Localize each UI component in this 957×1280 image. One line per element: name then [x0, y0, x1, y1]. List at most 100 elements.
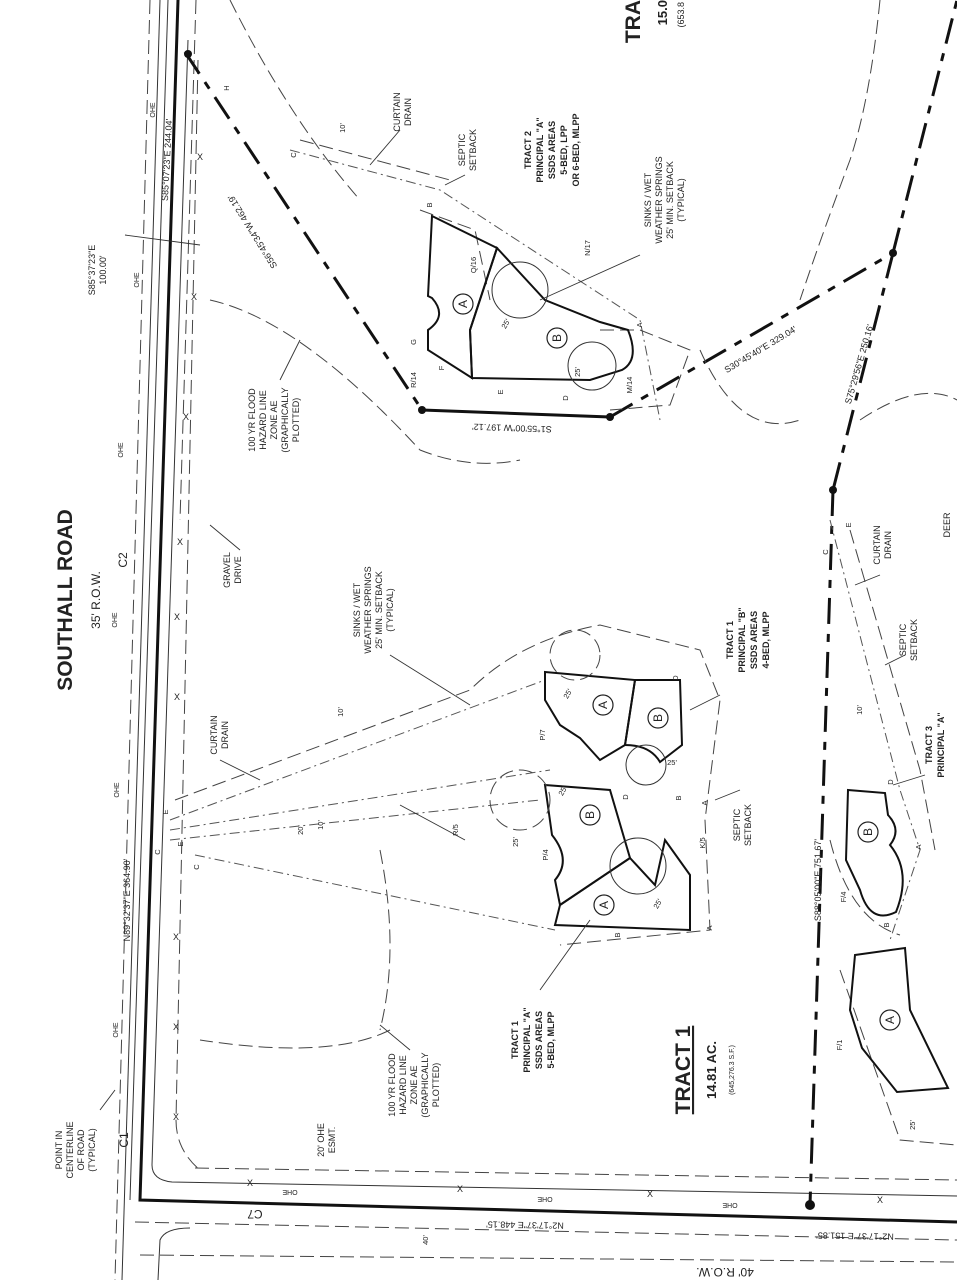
tracts-tract1-area-label: 14.81 AC.: [704, 1041, 719, 1099]
bearings-b7-label: N89°32'37"E 364.90': [122, 858, 132, 941]
notes-tract2_ssds-2-label: SSDS AREAS: [547, 121, 557, 179]
dims-ten-label: 10': [338, 123, 347, 133]
areas-a-label: A: [883, 1016, 897, 1024]
points-f-label: F: [437, 365, 446, 370]
points-d-label: D: [561, 395, 570, 401]
dims-twentyfive-label: 25': [667, 758, 677, 767]
dims-ten-label: 10': [336, 707, 345, 717]
utility-fence-label: X: [647, 1189, 653, 1199]
bearings-b9-label: N2°17'37"E 448.15': [486, 1219, 564, 1230]
area-b-marker: [546, 327, 568, 349]
notes-sinks1-2-label: 25' MIN. SETBACK: [374, 571, 384, 649]
points-b-label: B: [425, 202, 434, 207]
dims-twentyfive-label: 25': [511, 837, 520, 847]
points-a-label: A: [635, 322, 644, 327]
tract1-ssds-a: B A: [489, 769, 691, 932]
points-c-label: C: [192, 864, 201, 870]
notes-gravel-1-label: DRIVE: [233, 556, 243, 584]
notes-tract1_b-1-label: PRINCIPAL "B": [737, 607, 747, 672]
utility-fence-label: X: [183, 412, 189, 422]
bearings-b8-label: S88°05'00"E 751.67': [813, 839, 823, 922]
notes-flood2-0-label: 100 YR FLOOD: [387, 1053, 397, 1117]
notes-septic3-0-label: SEPTIC: [898, 623, 908, 656]
notes-curtain2-1-label: DRAIN: [403, 98, 413, 126]
points-b-label: B: [674, 795, 683, 800]
utility-ohe-label: OHE: [113, 1022, 120, 1038]
notes-flood1-1-label: HAZARD LINE: [258, 390, 268, 450]
dims-twenty-label: 20': [296, 825, 305, 835]
points-g-label: G: [409, 339, 418, 345]
bottom-road-row: 40' R.O.W.: [696, 1265, 754, 1279]
notes-centerline-3-label: (TYPICAL): [87, 1128, 97, 1172]
notes-curtain3-0-label: CURTAIN: [872, 525, 882, 564]
utility-fence-label: X: [177, 537, 183, 547]
points-m14-label: M/14: [625, 377, 634, 394]
notes-sinks2-0-label: SINKS / WET: [643, 172, 653, 227]
points-d-label: D: [621, 794, 630, 800]
points-e-label: E: [176, 841, 185, 846]
areas-a-label: A: [596, 701, 610, 709]
curtain-drains: [169, 139, 957, 1146]
notes-tract2_ssds-4-label: OR 6-BED, MLPP: [571, 113, 581, 186]
dims-twentyfive-label: 25': [908, 1120, 917, 1130]
areas-a-label: A: [456, 300, 470, 308]
bearings-b1_dist-label: 100.00': [98, 255, 108, 285]
notes-septic2-0-label: SEPTIC: [732, 808, 742, 841]
utility-fence-label: X: [191, 292, 197, 302]
notes-tract2_ssds-0-label: TRACT 2: [523, 131, 533, 169]
curves-c2-label: C2: [116, 552, 130, 568]
points-e-label: E: [496, 389, 505, 394]
points-n17-label: N/17: [583, 240, 592, 256]
notes-tract1_a-0-label: TRACT 1: [510, 1021, 520, 1059]
notes-curtain1-0-label: CURTAIN: [209, 715, 219, 754]
points-d-label: D: [886, 779, 895, 785]
points-r5-label: R/5: [451, 824, 460, 836]
utility-fence-label: X: [173, 1022, 179, 1032]
southall-road-lines: [114, 0, 957, 1280]
dims-twentyfive-label: 25': [561, 687, 574, 700]
notes-flood2-1-label: HAZARD LINE: [398, 1055, 408, 1115]
notes-curtain1-1-label: DRAIN: [220, 721, 230, 749]
points-p7-label: P/7: [538, 729, 547, 740]
bearings-b2-label: S85°07'23"E 244.04': [160, 118, 174, 201]
notes-curtain2-0-label: CURTAIN: [392, 92, 402, 131]
tracts-tract1-sf-label: (645,276.3 S.F.): [729, 1045, 736, 1095]
notes-tract3-0-label: TRACT 3: [924, 726, 934, 764]
points-c-label: C: [153, 849, 162, 855]
notes-flood2-2-label: ZONE AE: [409, 1065, 419, 1104]
tracts-tract2_partial-sf-label: (653.8: [676, 2, 686, 28]
notes-septic2-1-label: SETBACK: [743, 804, 753, 846]
notes-centerline-2-label: OF ROAD: [76, 1129, 86, 1171]
points-b-label: B: [882, 922, 891, 927]
note-deer: DEER: [942, 512, 952, 538]
utility-fence-label: X: [197, 152, 203, 162]
notes-ohe_esmt-1-label: ESMT.: [327, 1127, 337, 1154]
notes-ohe_esmt-0-label: 20' OHE: [316, 1123, 326, 1157]
tracts-tract2_partial-title-label: TRA: [622, 0, 645, 43]
dims-forty-label: 40': [421, 1235, 430, 1245]
dimension-labels: 10' 10' 20' 10' 10' 25' 25' 25' 25' 25' …: [296, 123, 917, 1245]
point-labels: H C B G F E D A R/14 Q/16 N/17 M/14 P/7 …: [153, 85, 923, 1050]
dims-twentyfive-label: 25': [556, 784, 569, 797]
notes-sinks1-3-label: (TYPICAL): [385, 588, 395, 632]
overhead-electric-labels: OHE OHE OHE OHE OHE OHE OHE OHE OHE: [112, 102, 738, 1208]
tract2-ssds-areas: A B: [426, 214, 634, 391]
utility-fence-label: X: [247, 1178, 253, 1188]
dims-twentyfive-label: 25': [573, 367, 582, 377]
tract3-ssds-areas: B A: [844, 788, 950, 1094]
tract1-ssds-b: A B: [544, 629, 684, 786]
notes-sinks2-1-label: WEATHER SPRINGS: [654, 156, 664, 243]
utility-fence-label: X: [877, 1195, 883, 1205]
notes-curtain3-1-label: DRAIN: [883, 531, 893, 559]
points-p4-label: P/4: [541, 849, 550, 860]
utility-fence-label: X: [174, 612, 180, 622]
